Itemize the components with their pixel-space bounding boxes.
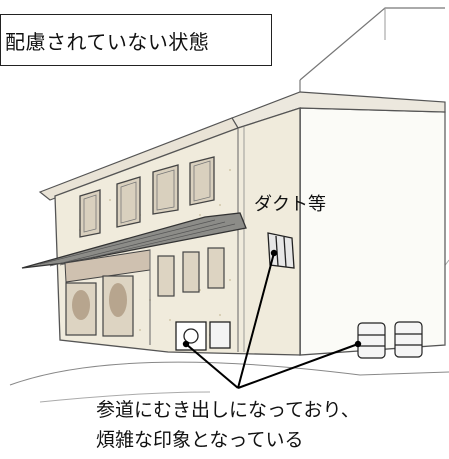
page-title: 配慮されていない状態 — [0, 14, 272, 66]
upper-windows — [79, 156, 215, 238]
caption-line: 参道にむき出しになっており、 — [96, 399, 360, 421]
pointer-lines — [185, 252, 359, 389]
building-side-wall — [299, 107, 446, 356]
ground-line — [39, 391, 211, 403]
caption-line: 煩雑な印象となっている — [96, 429, 304, 451]
bins — [357, 321, 423, 359]
caption: 参道にむき出しになっており、 煩雑な印象となっている — [96, 395, 446, 455]
ac-unit — [175, 321, 231, 351]
background-building — [299, 7, 445, 81]
duct — [267, 232, 295, 269]
pointer-dots — [182, 249, 362, 348]
duct-label: ダクト等 — [254, 194, 326, 215]
ground-line — [9, 361, 449, 386]
